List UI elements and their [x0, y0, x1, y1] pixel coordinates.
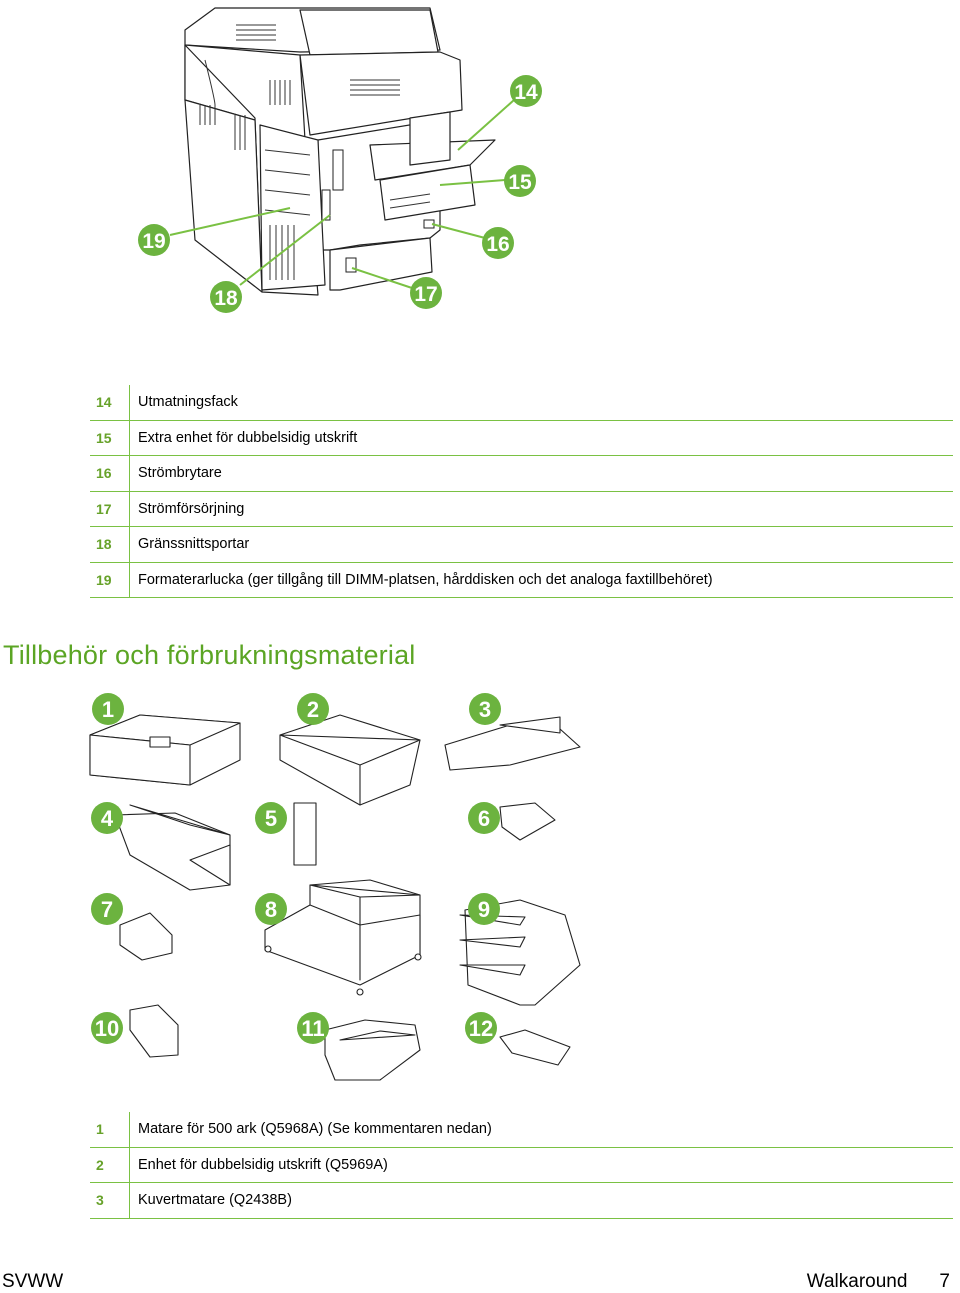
- accessory-badge-12: 12: [465, 1012, 497, 1044]
- callout-number: 2: [90, 1147, 130, 1182]
- section-title: Tillbehör och förbrukningsmaterial: [3, 640, 416, 670]
- svg-text:19: 19: [142, 230, 165, 253]
- accessory-badge-8: 8: [255, 893, 287, 925]
- accessory-badge-4: 4: [91, 802, 123, 834]
- svg-text:17: 17: [414, 283, 437, 306]
- table-row: 15 Extra enhet för dubbelsidig utskrift: [90, 420, 953, 456]
- callout-badge-14: 14: [510, 75, 542, 107]
- callout-label: Enhet för dubbelsidig utskrift (Q5969A): [138, 1156, 388, 1173]
- callout-label: Extra enhet för dubbelsidig utskrift: [138, 429, 358, 446]
- callout-number: 1: [90, 1112, 130, 1147]
- svg-text:7: 7: [101, 897, 113, 922]
- callout-label: Strömbrytare: [138, 465, 222, 482]
- table-row: 16 Strömbrytare: [90, 456, 953, 492]
- accessory-badge-9: 9: [468, 893, 500, 925]
- callout-label: Utmatningsfack: [138, 394, 238, 411]
- footer-section: Walkaround 7: [807, 1271, 950, 1293]
- footer-doc-code: SVWW: [2, 1271, 64, 1292]
- svg-text:3: 3: [479, 697, 491, 722]
- svg-text:1: 1: [102, 697, 114, 722]
- table-row: 18 Gränssnittsportar: [90, 527, 953, 563]
- accessory-badge-7: 7: [91, 893, 123, 925]
- callout-badge-19: 19: [138, 224, 170, 256]
- callout-label: Formaterarlucka (ger tillgång till DIMM-…: [138, 571, 713, 588]
- svg-text:5: 5: [265, 806, 277, 831]
- svg-text:12: 12: [469, 1016, 493, 1041]
- accessory-badge-5: 5: [255, 802, 287, 834]
- svg-text:15: 15: [508, 171, 532, 194]
- accessory-badge-6: 6: [468, 802, 500, 834]
- svg-text:18: 18: [214, 287, 238, 310]
- table-row: 2 Enhet för dubbelsidig utskrift (Q5969A…: [90, 1147, 953, 1183]
- accessory-badge-11: 11: [297, 1012, 329, 1044]
- accessory-badge-10: 10: [91, 1012, 123, 1044]
- accessory-badge-1: 1: [92, 693, 124, 725]
- callout-badge-18: 18: [210, 281, 242, 313]
- accessories-illustration: 1 2 3 4 5 6 7 8 9 10 11 12: [89, 693, 581, 1081]
- svg-text:6: 6: [478, 806, 490, 831]
- callout-number: 18: [90, 527, 130, 562]
- callout-number: 14: [90, 385, 130, 420]
- svg-text:11: 11: [301, 1016, 324, 1041]
- table-row: 17 Strömförsörjning: [90, 491, 953, 527]
- callout-number: 15: [90, 420, 130, 455]
- svg-text:8: 8: [265, 897, 277, 922]
- svg-text:9: 9: [478, 897, 490, 922]
- accessory-badge-2: 2: [297, 693, 329, 725]
- callout-number: 17: [90, 491, 130, 526]
- callout-badge-16: 16: [482, 227, 514, 259]
- svg-text:16: 16: [486, 233, 509, 256]
- printer-rear-illustration: 19 18 17 16 15 14: [138, 7, 542, 313]
- svg-text:2: 2: [307, 697, 319, 722]
- svg-text:10: 10: [95, 1016, 119, 1041]
- callout-number: 3: [90, 1183, 130, 1218]
- printer-parts-table: 14 Utmatningsfack 15 Extra enhet för dub…: [90, 385, 953, 598]
- page-footer: SVWW Walkaround 7: [0, 1268, 960, 1292]
- callout-badge-15: 15: [504, 165, 536, 197]
- footer-section-name: Walkaround: [806, 1271, 908, 1292]
- table-row: 14 Utmatningsfack: [90, 385, 953, 421]
- callout-label: Gränssnittsportar: [138, 536, 250, 553]
- table-row: 1 Matare för 500 ark (Q5968A) (Se kommen…: [90, 1112, 953, 1148]
- table-row: 19 Formaterarlucka (ger tillgång till DI…: [90, 562, 953, 598]
- accessories-table: 1 Matare för 500 ark (Q5968A) (Se kommen…: [90, 1112, 953, 1219]
- callout-number: 16: [90, 456, 130, 491]
- table-row: 3 Kuvertmatare (Q2438B): [90, 1183, 953, 1219]
- callout-badge-17: 17: [410, 277, 442, 309]
- callout-label: Kuvertmatare (Q2438B): [138, 1192, 292, 1209]
- svg-text:4: 4: [101, 806, 114, 831]
- callout-label: Strömförsörjning: [138, 500, 245, 517]
- page-number: 7: [939, 1271, 950, 1292]
- svg-text:14: 14: [514, 81, 538, 104]
- callout-number: 19: [90, 562, 130, 597]
- callout-label: Matare för 500 ark (Q5968A) (Se kommenta…: [138, 1121, 492, 1138]
- accessory-badge-3: 3: [469, 693, 501, 725]
